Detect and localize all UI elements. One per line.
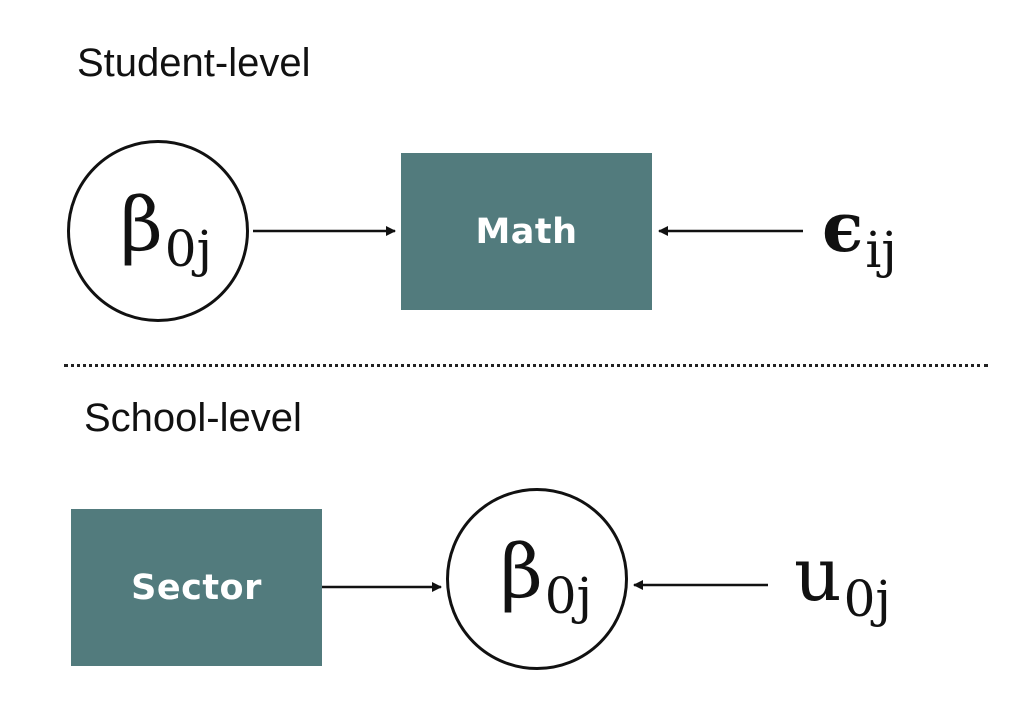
school-intercept-node <box>446 488 628 670</box>
school-error-subscript: 0j <box>843 570 891 628</box>
sector-predictor-label: Sector <box>131 567 262 608</box>
sector-predictor-box: Sector <box>71 509 322 666</box>
level-divider <box>64 364 988 367</box>
student-intercept-symbol: β0j <box>120 188 212 274</box>
school-intercept-symbol: β0j <box>500 535 592 621</box>
student-error-symbol: ϵij <box>822 194 897 275</box>
school-level-title: School-level <box>84 396 302 440</box>
student-error-subscript: ij <box>865 221 897 279</box>
school-intercept-subscript: 0j <box>544 567 593 625</box>
math-outcome-box: Math <box>401 153 652 310</box>
student-level-title: Student-level <box>77 41 311 85</box>
school-error-symbol: u0j <box>794 538 891 624</box>
school-error-u: u <box>794 532 842 618</box>
student-intercept-beta: β <box>120 182 163 268</box>
math-outcome-label: Math <box>475 211 578 252</box>
student-intercept-node <box>67 140 249 322</box>
student-intercept-subscript: 0j <box>164 220 213 278</box>
school-intercept-beta: β <box>500 529 543 615</box>
student-error-epsilon: ϵ <box>822 188 864 268</box>
